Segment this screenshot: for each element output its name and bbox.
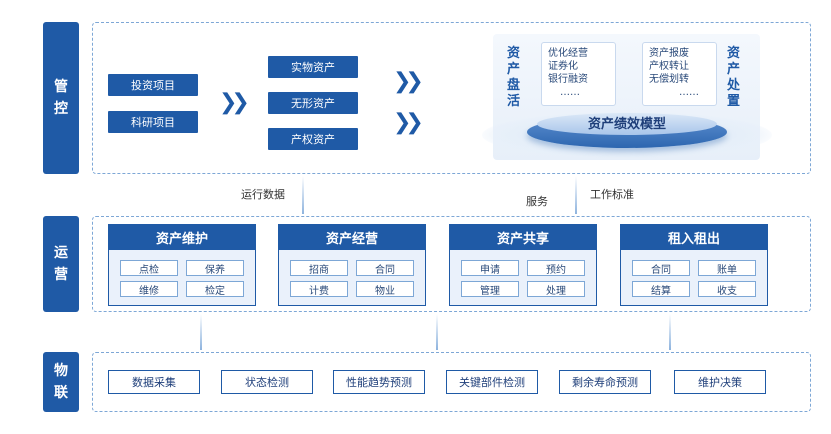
card-asset-sharing: 资产共享 申请 预约 管理 处理 (449, 224, 597, 306)
chip[interactable]: 处理 (527, 281, 585, 297)
chip[interactable]: 结算 (632, 281, 690, 297)
asset-physical[interactable]: 实物资产 (268, 56, 358, 78)
connector-line (436, 314, 438, 350)
asset-intangible[interactable]: 无形资产 (268, 92, 358, 114)
double-chevron-icon: ❯❯ (219, 90, 250, 115)
chip[interactable]: 账单 (698, 260, 756, 276)
section-label-control: 管 控 (43, 22, 79, 174)
connector-label-service: 服务 (526, 195, 548, 208)
connector-label-standard: 工作标准 (590, 188, 634, 201)
chip[interactable]: 管理 (461, 281, 519, 297)
connector-line (200, 314, 202, 350)
card-title: 资产经营 (279, 225, 425, 250)
asset-property-rights[interactable]: 产权资产 (268, 128, 358, 150)
card-asset-operation: 资产经营 招商 合同 计费 物业 (278, 224, 426, 306)
card-asset-maintenance: 资产维护 点检 保养 维修 检定 (108, 224, 256, 306)
connector-line (302, 176, 304, 214)
chip[interactable]: 预约 (527, 260, 585, 276)
iot-maintenance-decision[interactable]: 维护决策 (674, 370, 766, 394)
project-investment[interactable]: 投资项目 (108, 74, 198, 96)
disposal-title: 资 产 处 置 (727, 46, 741, 109)
double-chevron-icon: ❯❯ (393, 110, 424, 135)
disposal-list: 资产报废 产权转让 无偿划转 …… (642, 42, 717, 106)
connector-line (669, 314, 671, 350)
double-chevron-icon: ❯❯ (393, 69, 424, 94)
card-title: 租入租出 (621, 225, 767, 250)
section-label-operation: 运 营 (43, 216, 79, 312)
chip[interactable]: 维修 (120, 281, 178, 297)
card-lease-in-out: 租入租出 合同 账单 结算 收支 (620, 224, 768, 306)
iot-data-collection[interactable]: 数据采集 (108, 370, 200, 394)
chip[interactable]: 物业 (356, 281, 414, 297)
revitalize-list: 优化经营 证券化 银行融资 …… (541, 42, 616, 106)
model-label: 资产绩效模型 (587, 117, 666, 132)
iot-key-component-detection[interactable]: 关键部件检测 (446, 370, 538, 394)
iot-status-detection[interactable]: 状态检测 (221, 370, 313, 394)
card-title: 资产共享 (450, 225, 596, 250)
chip[interactable]: 点检 (120, 260, 178, 276)
chip[interactable]: 合同 (356, 260, 414, 276)
revitalize-title: 资 产 盘 活 (507, 46, 521, 109)
chip[interactable]: 计费 (290, 281, 348, 297)
chip[interactable]: 招商 (290, 260, 348, 276)
iot-performance-trend[interactable]: 性能趋势预测 (333, 370, 425, 394)
section-label-iot: 物 联 (43, 352, 79, 412)
project-research[interactable]: 科研项目 (108, 111, 198, 133)
iot-remaining-life[interactable]: 剩余寿命预测 (559, 370, 651, 394)
chip[interactable]: 检定 (186, 281, 244, 297)
chip[interactable]: 申请 (461, 260, 519, 276)
chip[interactable]: 合同 (632, 260, 690, 276)
chip[interactable]: 保养 (186, 260, 244, 276)
chip[interactable]: 收支 (698, 281, 756, 297)
card-title: 资产维护 (109, 225, 255, 250)
model-platform-top (537, 113, 717, 135)
connector-label-data: 运行数据 (241, 188, 285, 201)
connector-line (575, 176, 577, 214)
